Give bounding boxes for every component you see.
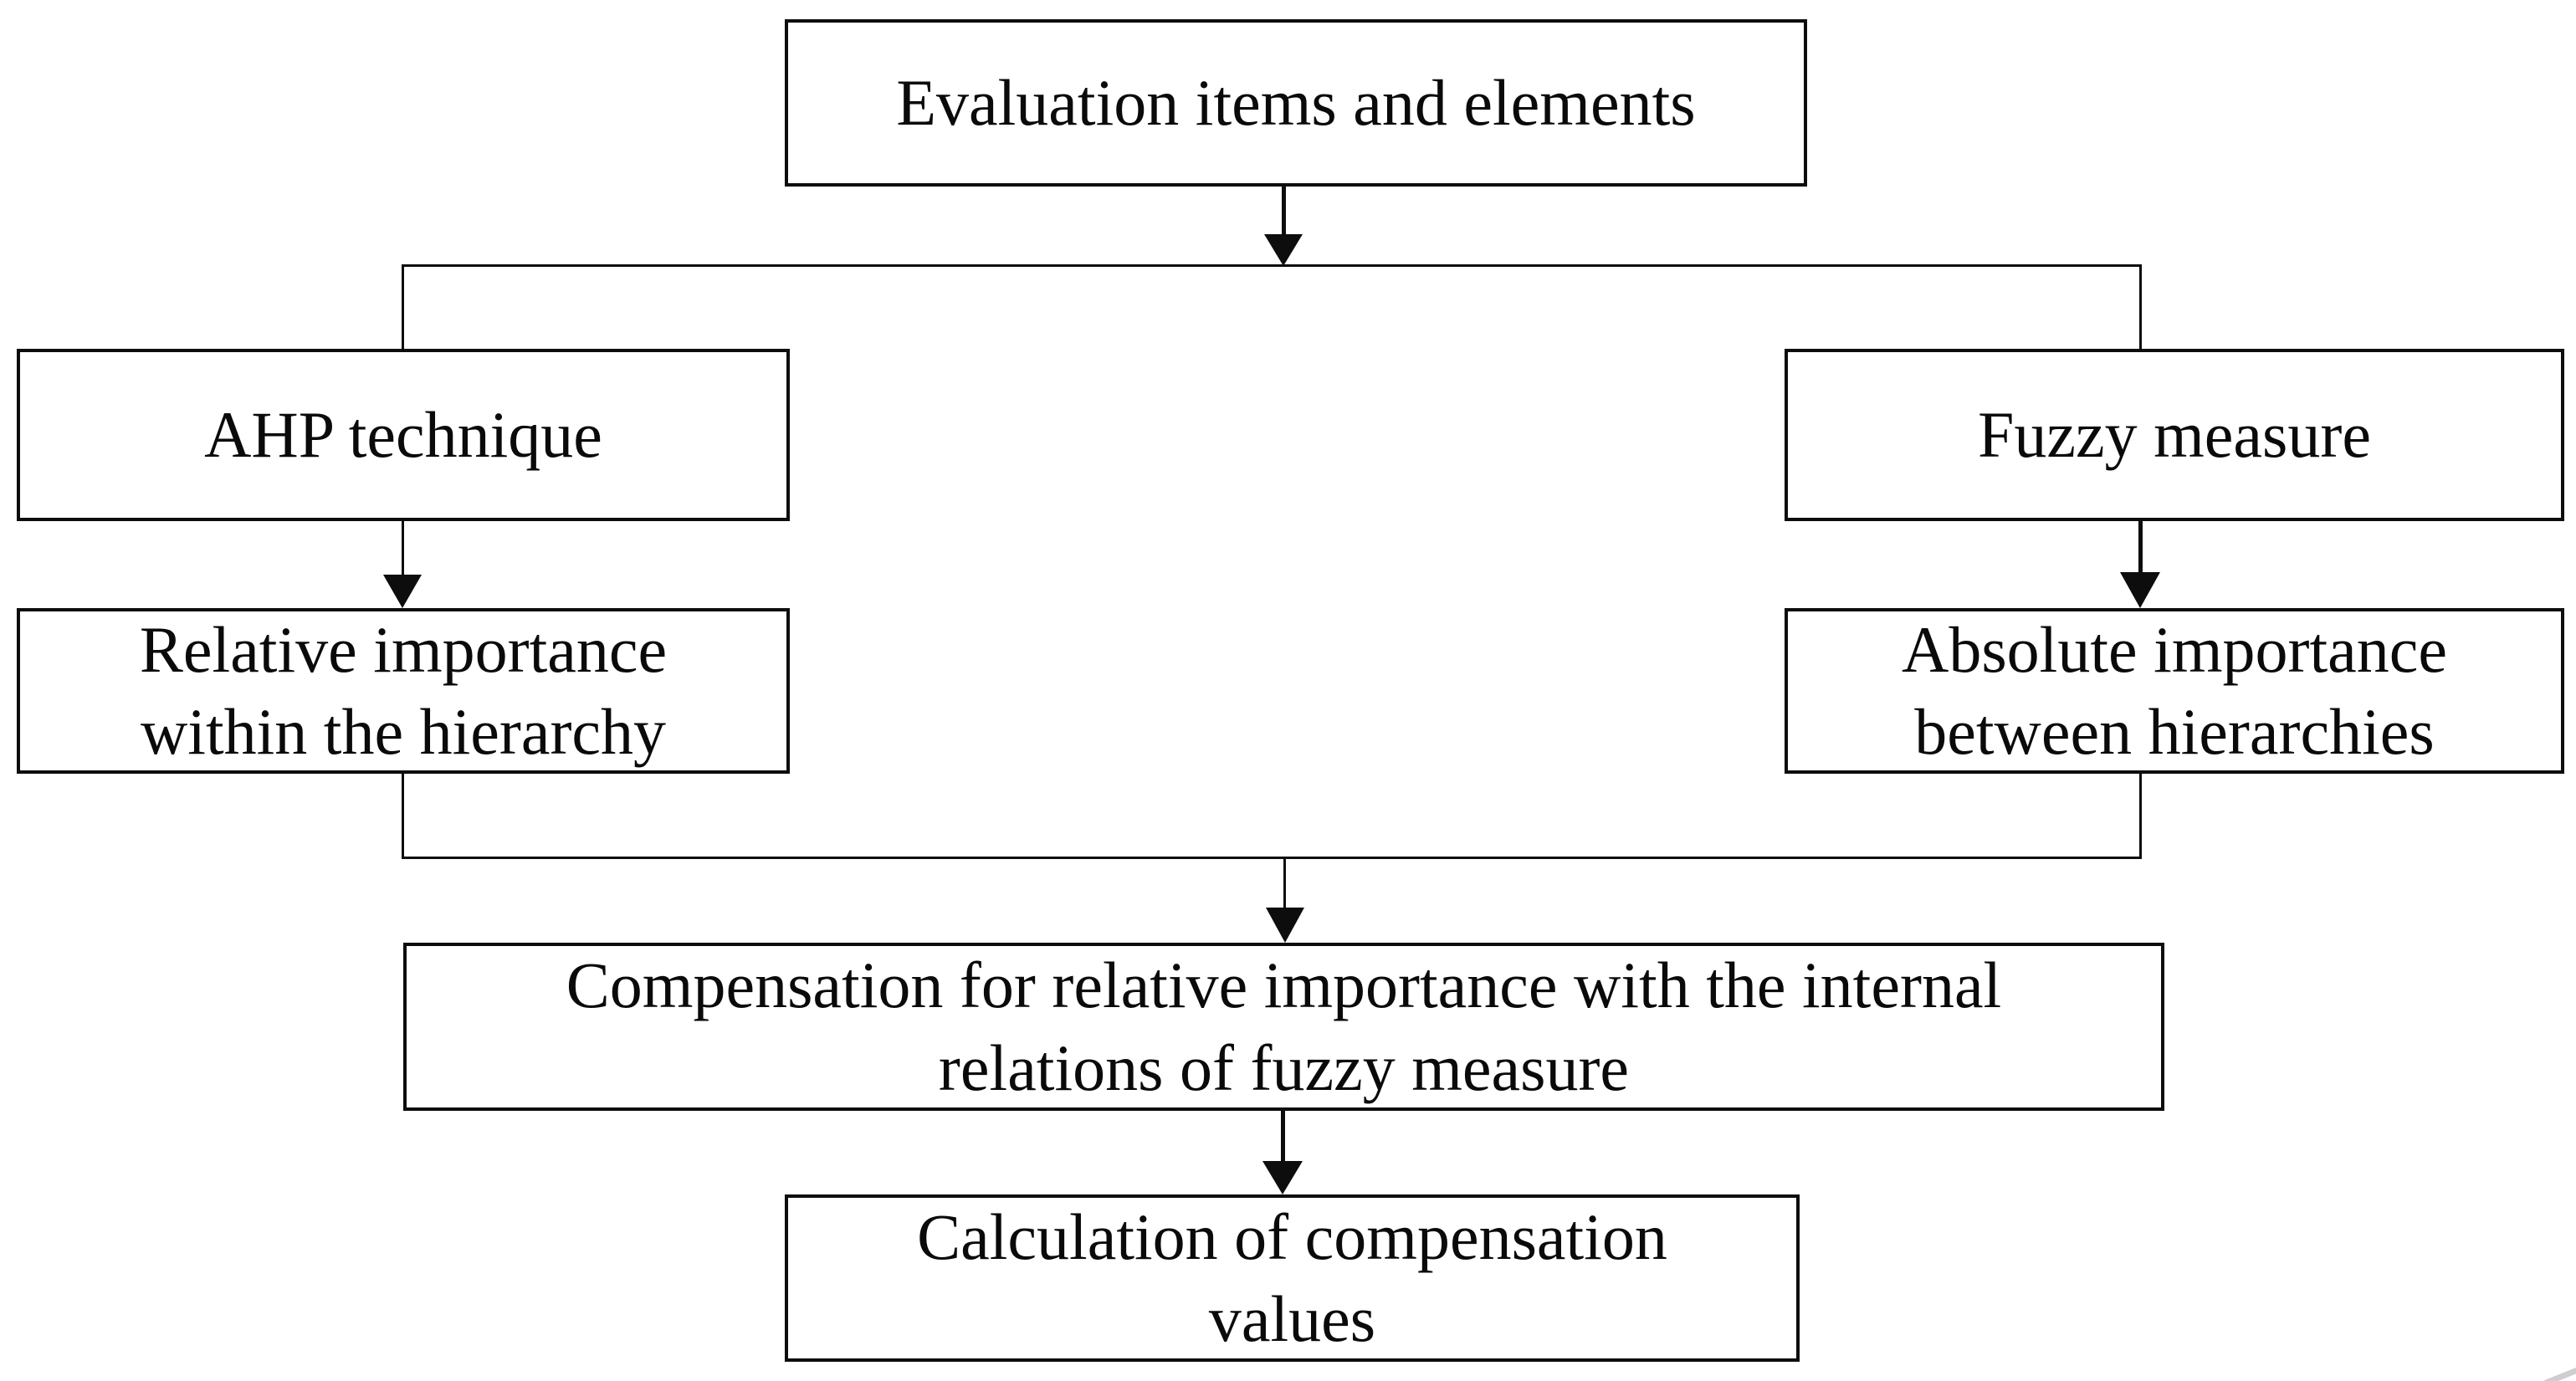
merge-stub-right-line	[2139, 774, 2142, 858]
node-absolute-importance-label: Absolute importance between hierarchies	[1902, 612, 2447, 768]
node-evaluation-items-label: Evaluation items and elements	[896, 65, 1696, 139]
node-relative-importance: Relative importance within the hierarchy	[17, 608, 790, 774]
edge-ahp-relative-shaft	[402, 521, 404, 576]
node-relative-importance-label: Relative importance within the hierarchy	[139, 612, 668, 768]
node-absolute-importance: Absolute importance between hierarchies	[1785, 608, 2564, 774]
node-compensation-label: Compensation for relative importance wit…	[566, 949, 2002, 1104]
arrow-down-head-icon	[1264, 234, 1303, 266]
node-ahp-technique: AHP technique	[17, 349, 790, 521]
split-bar-line	[402, 264, 2142, 267]
node-fuzzy-measure: Fuzzy measure	[1785, 349, 2564, 521]
arrow-down-head-icon	[1266, 908, 1304, 943]
merge-bar-line	[402, 857, 2142, 859]
arrow-down-head-icon	[1262, 1161, 1303, 1194]
arrow-down-head-icon	[2120, 572, 2160, 608]
merge-stub-left-line	[402, 774, 404, 858]
edge-evaluation-split-shaft	[1282, 187, 1286, 237]
node-calculation-values-label: Calculation of compensation values	[917, 1199, 1667, 1355]
edge-fuzzy-absolute-shaft	[2138, 521, 2143, 574]
node-compensation: Compensation for relative importance wit…	[403, 943, 2164, 1111]
split-stub-left-line	[402, 266, 404, 349]
split-stub-right-line	[2139, 266, 2142, 349]
edge-merge-compensation-shaft	[1283, 858, 1286, 909]
scan-artifact	[2543, 1366, 2576, 1381]
node-evaluation-items: Evaluation items and elements	[785, 19, 1807, 187]
edge-compensation-calculation-shaft	[1281, 1111, 1285, 1163]
node-fuzzy-measure-label: Fuzzy measure	[1978, 397, 2371, 471]
node-calculation-values: Calculation of compensation values	[785, 1194, 1800, 1362]
arrow-down-head-icon	[383, 575, 422, 608]
node-ahp-technique-label: AHP technique	[204, 397, 602, 471]
